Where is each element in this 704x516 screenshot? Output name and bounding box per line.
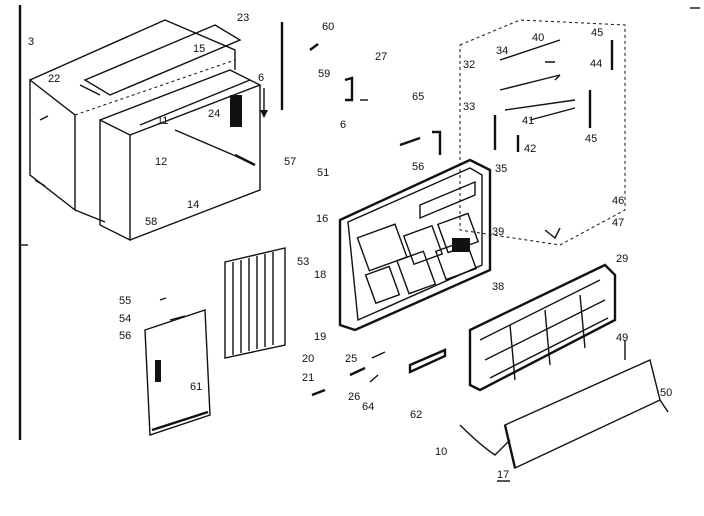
callout-47: 47 [612,217,624,229]
bracket-59 [344,76,354,102]
callout-29: 29 [616,253,628,265]
base-17 [459,359,661,470]
callout-23: 23 [237,12,249,24]
small-parts-20-21 [311,366,366,397]
callout-44: 44 [590,58,602,70]
bracket-24 [230,95,242,127]
callout-11: 11 [157,115,168,127]
callout-50: 50 [660,387,672,399]
clip-56 [399,130,442,155]
partition-panel [459,19,626,246]
callout-41: 41 [522,115,534,127]
callout-22: 22 [48,73,60,85]
callout-27: 27 [375,51,387,63]
callout-25: 25 [345,353,357,365]
callout-15: 15 [193,43,205,55]
callout-35: 35 [495,163,507,175]
callout-26: 26 [348,391,360,403]
callout-57: 57 [284,156,296,168]
callout-3: 3 [28,36,34,48]
callout-24: 24 [208,108,220,120]
callout-54: 54 [119,313,131,325]
grille-29 [468,263,617,392]
callout-58: 58 [145,216,157,228]
screw-60 [309,43,319,51]
door-61 [144,297,211,436]
callout-45a: 45 [591,27,603,39]
cabinet-frame [99,69,262,242]
callout-61: 61 [190,381,202,393]
callout-56a: 56 [412,161,424,173]
callout-19: 19 [314,331,326,343]
callout-6a: 6 [258,72,264,84]
callout-45b: 45 [585,133,597,145]
filter-53 [224,247,286,359]
callout-55: 55 [119,295,131,307]
callout-40: 40 [532,32,544,44]
callout-42: 42 [524,143,536,155]
callout-10: 10 [435,446,447,458]
callout-39: 39 [492,226,504,238]
callout-53: 53 [297,256,309,268]
cabinet-shell [29,19,242,223]
callout-20: 20 [302,353,314,365]
callout-49: 49 [616,332,628,344]
callout-60: 60 [322,21,334,33]
callout-38: 38 [492,281,504,293]
front-panel [338,158,492,332]
callout-51: 51 [317,167,329,179]
callout-18: 18 [314,269,326,281]
callout-21: 21 [302,372,314,384]
callout-65: 65 [412,91,424,103]
callout-17: 17 [497,469,509,481]
part-62 [408,348,447,374]
callout-56b: 56 [119,330,131,342]
callout-59: 59 [318,68,330,80]
callout-33: 33 [463,101,475,113]
callout-46: 46 [612,195,624,207]
callout-12: 12 [155,156,167,168]
rod-6 [260,22,284,118]
callout-6b: 6 [340,119,346,131]
callout-34: 34 [496,45,508,57]
callout-16: 16 [316,213,328,225]
callout-62: 62 [410,409,422,421]
callout-32: 32 [463,59,475,71]
callout-14: 14 [187,199,199,211]
callout-64: 64 [362,401,374,413]
